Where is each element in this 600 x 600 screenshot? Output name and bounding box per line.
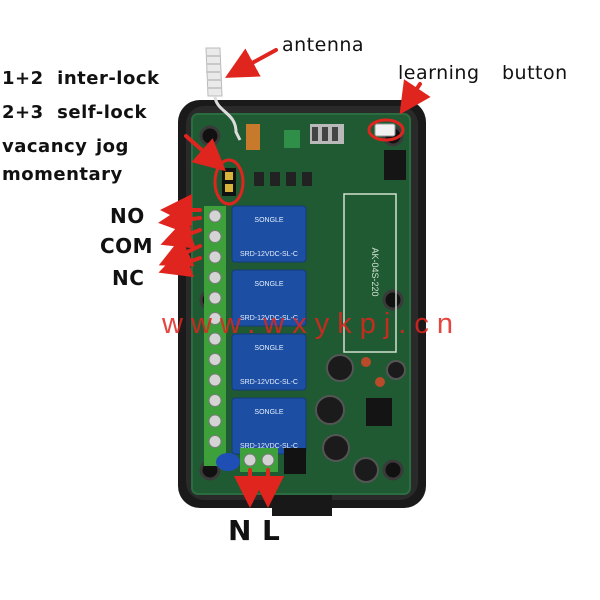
terminal-screw	[208, 209, 222, 223]
screw-hole	[199, 125, 221, 147]
relay-brand-label: SONGLE	[254, 217, 284, 224]
label-l: L	[262, 514, 281, 547]
label-jog: jog	[96, 136, 129, 157]
terminal-screw	[208, 271, 222, 284]
label-nc: NC	[112, 266, 145, 290]
jumper-highlight	[213, 158, 245, 206]
screw-hole	[382, 459, 404, 481]
relay: SONGLE SRD-12VDC-SL-C	[231, 397, 307, 455]
capacitor	[353, 457, 379, 483]
label-selflock: 2+3 self-lock	[2, 102, 147, 123]
relay-model-label: SRD-12VDC-SL-C	[240, 443, 298, 450]
terminal-screw	[208, 414, 222, 428]
ic-chip	[384, 150, 406, 180]
terminal-screw	[208, 353, 222, 366]
coil-component	[246, 124, 260, 150]
relay: SONGLE SRD-12VDC-SL-C	[231, 269, 307, 327]
jumper-block	[222, 168, 236, 196]
relay: SONGLE SRD-12VDC-SL-C	[231, 333, 307, 391]
relay-brand-label: SONGLE	[254, 281, 284, 288]
capacitor	[322, 434, 350, 462]
label-com: COM	[100, 234, 154, 258]
terminal-screw	[208, 394, 222, 407]
terminal-screw	[208, 312, 222, 325]
label-momentary: momentary	[2, 164, 123, 185]
relay: SONGLE SRD-12VDC-SL-C	[231, 205, 307, 263]
label-learning: learning	[398, 62, 480, 84]
relay-model-label: SRD-12VDC-SL-C	[240, 251, 298, 258]
label-n: N	[228, 514, 252, 547]
capacitor	[386, 360, 406, 380]
label-interlock: 1+2 inter-lock	[2, 68, 160, 89]
learning-button	[374, 123, 396, 137]
rf-module	[284, 130, 300, 148]
terminal-screw	[208, 373, 222, 387]
ic-regulator	[366, 398, 392, 426]
terminal-screw	[208, 230, 222, 243]
capacitor	[315, 395, 345, 425]
module-silk: AK-04S-220	[370, 247, 380, 296]
label-no: NO	[110, 204, 145, 228]
capacitor	[326, 354, 354, 382]
blue-capacitor	[216, 453, 240, 471]
relay-model-label: SRD-12VDC-SL-C	[240, 315, 298, 322]
terminal-screw	[208, 250, 222, 264]
antenna-coil	[205, 47, 242, 141]
relay-model-label: SRD-12VDC-SL-C	[240, 379, 298, 386]
label-antenna: antenna	[282, 34, 365, 56]
terminal-screw	[208, 291, 222, 305]
label-vacancy: vacancy	[2, 136, 88, 157]
terminal-screw	[208, 332, 222, 346]
relay-brand-label: SONGLE	[254, 345, 284, 352]
label-button: button	[502, 62, 568, 84]
module-area	[343, 193, 397, 353]
watermark: www.wxykpj.cn	[162, 308, 461, 340]
button-highlight	[367, 118, 405, 142]
terminal-screw	[208, 435, 222, 448]
screw-hole	[382, 289, 404, 311]
annotation-arrows	[158, 48, 431, 508]
relay-brand-label: SONGLE	[254, 409, 284, 416]
